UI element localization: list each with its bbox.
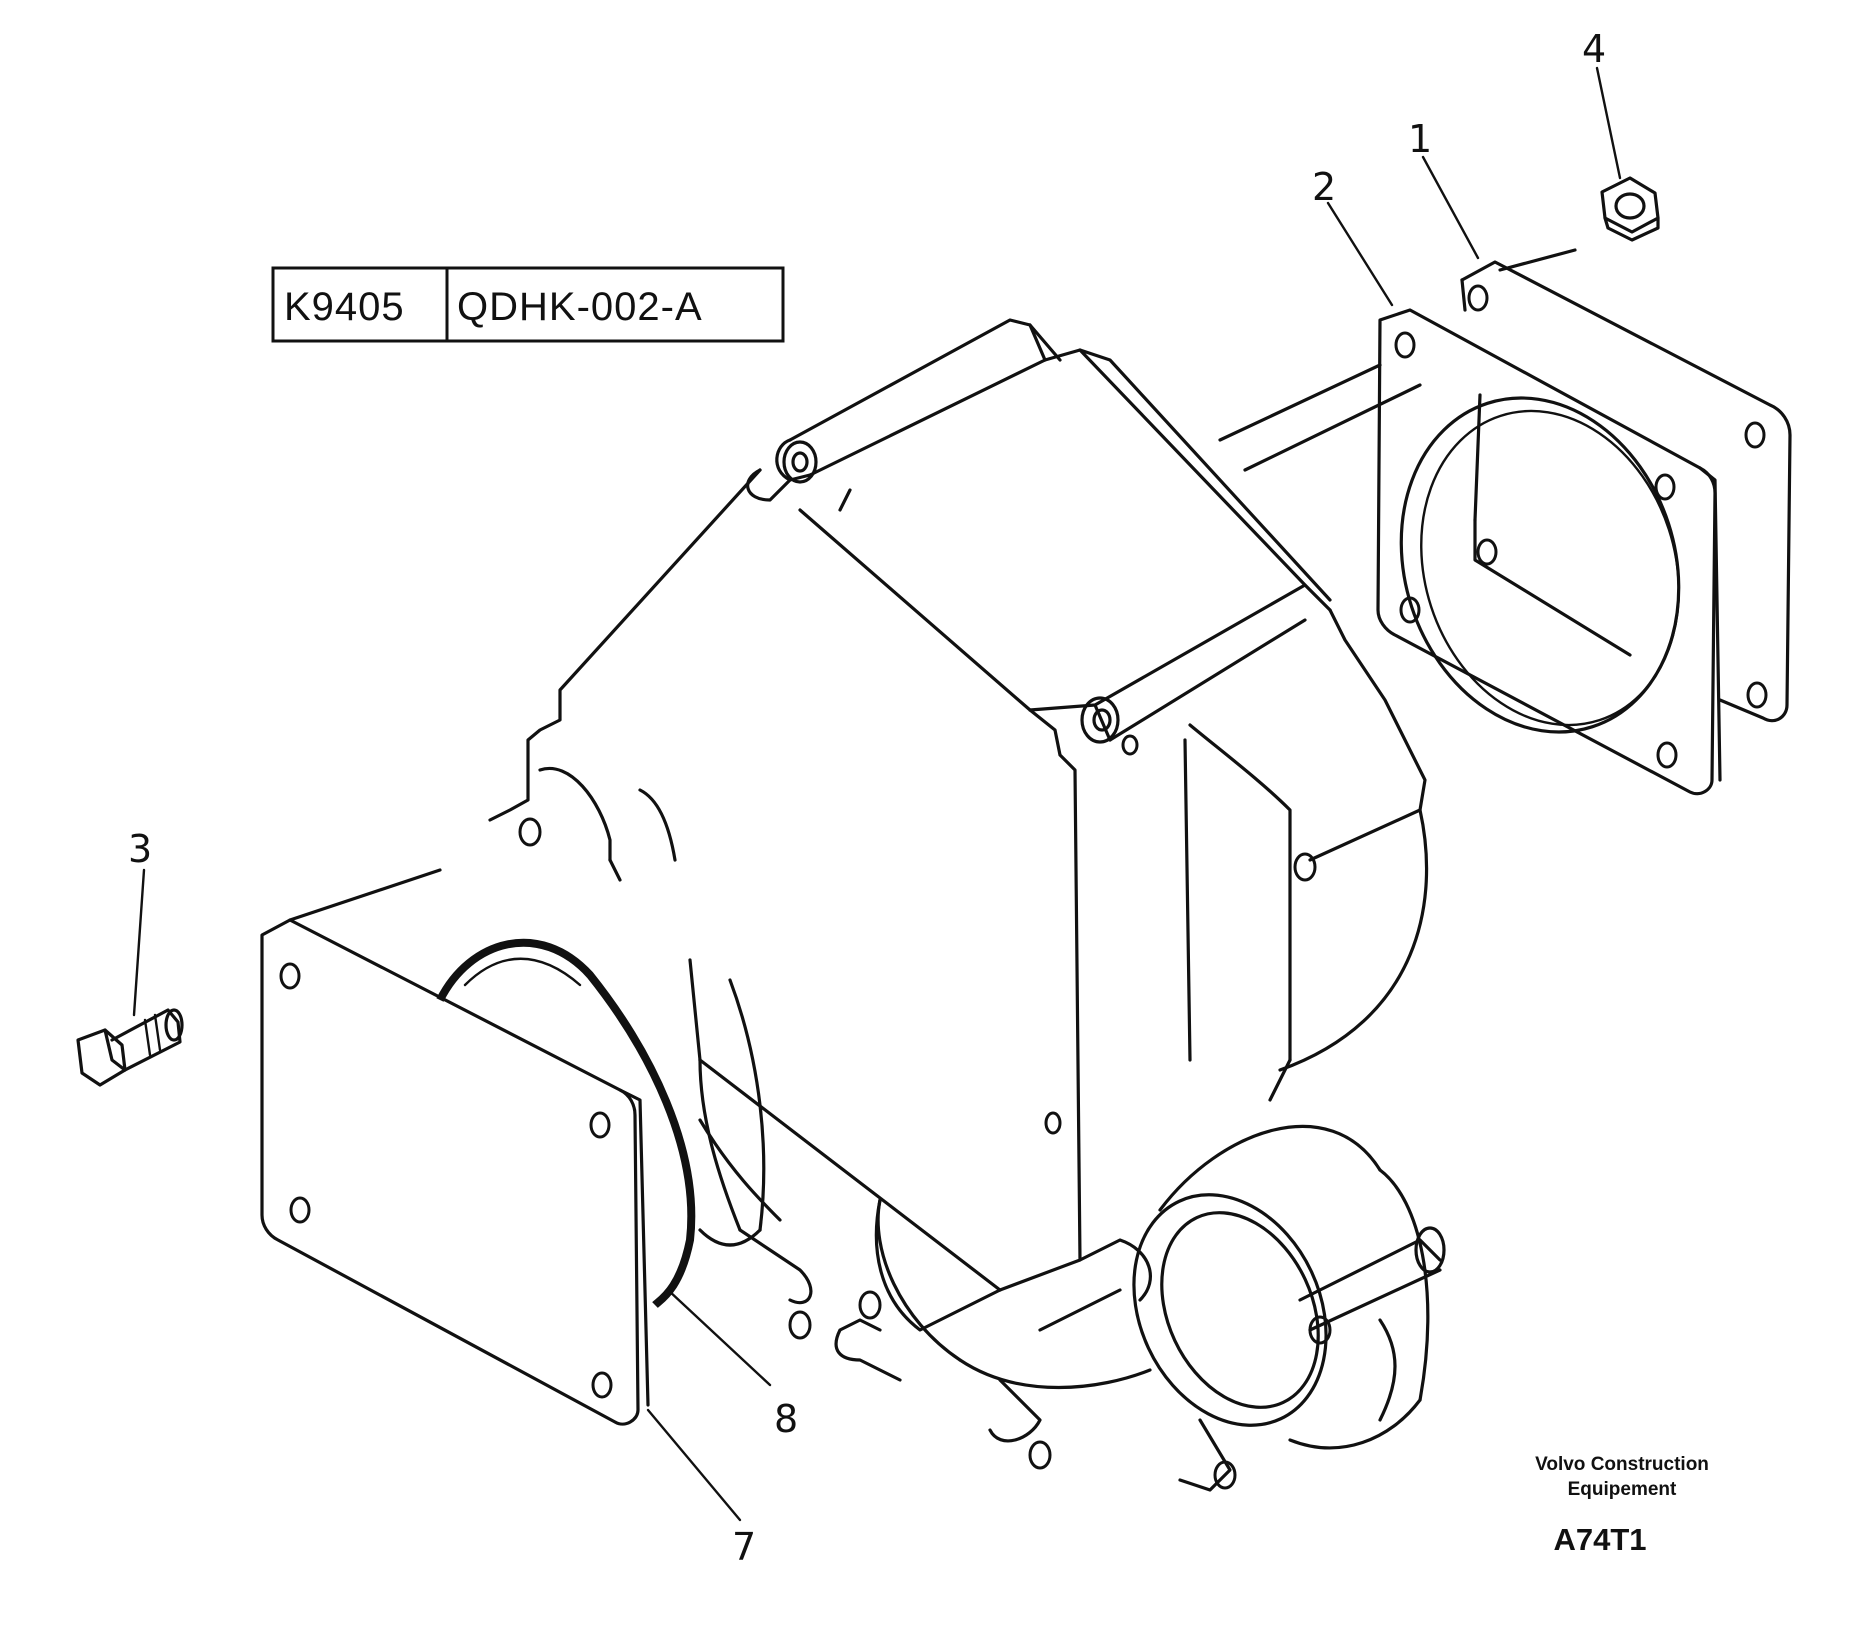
callout-2: 2 xyxy=(1312,165,1336,209)
bolt xyxy=(76,1008,184,1087)
callout-numbers: 1 2 3 4 7 8 xyxy=(128,27,1606,1569)
ref-code-left: K9405 xyxy=(284,285,405,329)
cover-plate-left xyxy=(260,868,650,1426)
ref-code-right: QDHK-002-A xyxy=(457,285,703,329)
callout-3: 3 xyxy=(128,827,152,871)
callout-1: 1 xyxy=(1408,117,1432,161)
brand-line-2: Equipement xyxy=(1568,1479,1677,1500)
leader-line-2 xyxy=(1326,201,1394,307)
figure-code: A74T1 xyxy=(1553,1522,1646,1557)
leader-line-1 xyxy=(1421,155,1480,260)
leader-line-8 xyxy=(666,1288,772,1387)
leader-line-7 xyxy=(646,1408,742,1522)
housing-body xyxy=(488,318,1446,1492)
gasket-rear xyxy=(1376,308,1722,796)
brand-line-1: Volvo Construction xyxy=(1535,1454,1709,1475)
callout-8: 8 xyxy=(774,1397,798,1441)
flange-rear xyxy=(1460,248,1792,723)
leader-line-4 xyxy=(1595,66,1622,180)
o-ring xyxy=(436,938,696,1309)
callout-7: 7 xyxy=(732,1525,756,1569)
leader-lines xyxy=(132,66,1622,1522)
reference-code-box: K9405 QDHK-002-A xyxy=(271,266,785,343)
leader-line-3 xyxy=(132,868,146,1017)
callout-4: 4 xyxy=(1582,27,1606,71)
nut xyxy=(1600,176,1660,242)
footer-brand-block: Volvo Construction Equipement A74T1 xyxy=(1535,1454,1709,1557)
